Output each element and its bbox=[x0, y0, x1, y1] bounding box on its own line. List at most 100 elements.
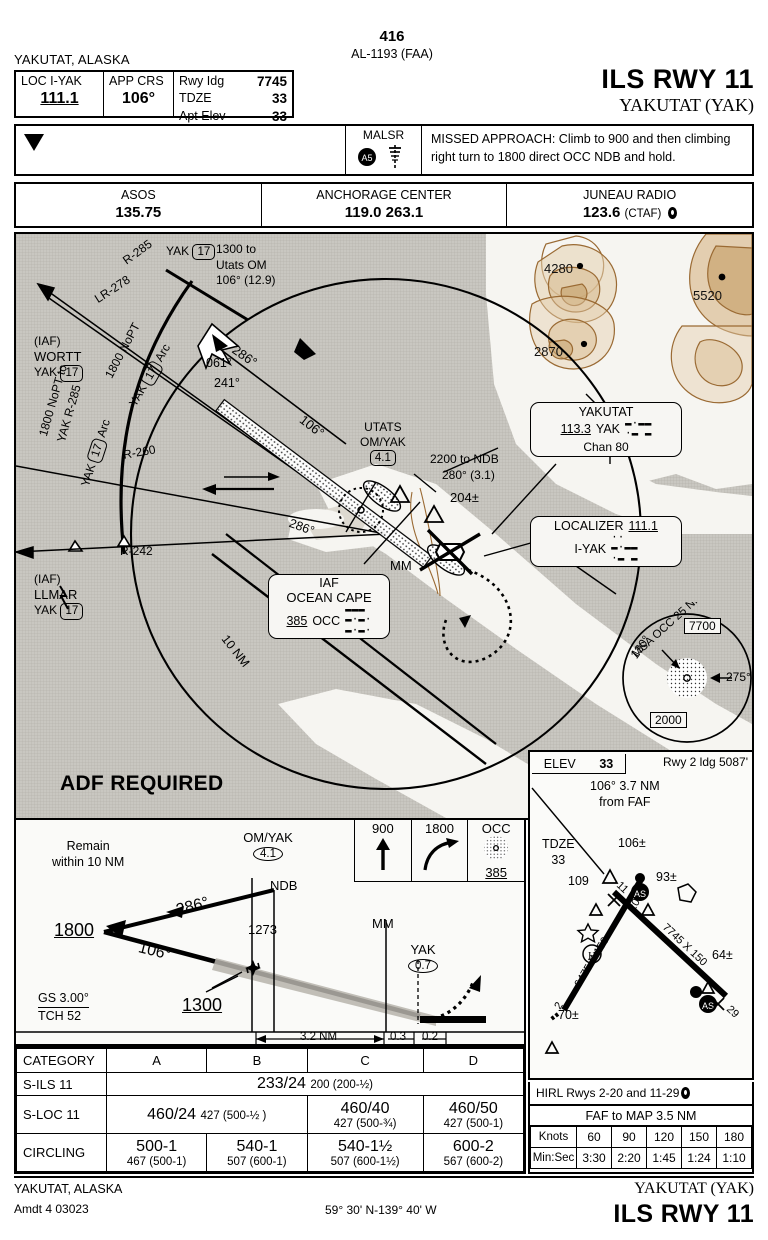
svg-text:6475 X 150: 6475 X 150 bbox=[572, 935, 611, 989]
category-d: D bbox=[422, 1048, 525, 1073]
comm-name: JUNEAU RADIO bbox=[583, 188, 677, 202]
obstacle-93-label: 93± bbox=[656, 870, 677, 884]
malsr-lighting-icon: A5 bbox=[357, 145, 401, 170]
category-c: C bbox=[306, 1048, 424, 1073]
ma-icon-climb-900: 900 bbox=[355, 820, 412, 881]
sloc-d-hat: 427 (500-1) bbox=[443, 1117, 504, 1130]
msa-bearing-right: 275° bbox=[726, 670, 751, 684]
vortac-name: YAKUTAT bbox=[578, 405, 634, 419]
circling-a-haa: 467 (500-1) bbox=[126, 1155, 187, 1168]
approach-course-cell: APP CRS 106° bbox=[104, 72, 174, 116]
speed-120: 120 bbox=[646, 1126, 682, 1148]
svg-text:20: 20 bbox=[626, 897, 643, 914]
comm-asos: ASOS 135.75 bbox=[16, 184, 262, 226]
missed-approach-strip: MALSR A5 MISSED APPROACH: Climb to 900 a… bbox=[14, 124, 754, 176]
row-label-sils: S-ILS 11 bbox=[16, 1071, 107, 1097]
vortac-ident: YAK bbox=[595, 422, 621, 437]
footer-title: ILS RWY 11 bbox=[613, 1200, 754, 1228]
localizer-ident: I-YAK bbox=[574, 541, 607, 556]
table-row: CIRCLING 500-1 467 (500-1) 540-1 507 (60… bbox=[16, 1133, 525, 1172]
circling-cat-b: 540-1 507 (600-1) bbox=[206, 1133, 308, 1172]
loc-cell: LOC I-YAK 111.1 bbox=[16, 72, 104, 116]
sloc-ab-mda: 460/24 bbox=[147, 1105, 197, 1123]
terrain-spot-3 bbox=[718, 273, 726, 281]
occ-name: OCEAN CAPE bbox=[286, 590, 372, 605]
profile-alt-1800: 1800 bbox=[54, 920, 95, 940]
svg-text:A5: A5 bbox=[361, 153, 372, 163]
minimums-grid: CATEGORY A B C D S-ILS 11 233/24 200 (20… bbox=[16, 1048, 525, 1172]
circling-d-haa: 567 (600-2) bbox=[443, 1155, 504, 1168]
table-header-row: CATEGORY A B C D bbox=[16, 1048, 525, 1073]
right-turn-arrow-icon bbox=[422, 838, 459, 871]
category-b: B bbox=[206, 1048, 308, 1073]
circling-cat-a: 500-1 467 (500-1) bbox=[105, 1133, 208, 1172]
llmar-iaf-label: (IAF) LLMAR YAK 17 bbox=[34, 572, 84, 620]
feeder-286-line bbox=[103, 888, 275, 934]
comm-frequency: 135.75 bbox=[115, 204, 162, 221]
profile-alt-1300: 1300 bbox=[182, 995, 223, 1015]
morse-code-iyak: ··▬·▬▬·▬ ▬ bbox=[611, 532, 638, 565]
loc-label: LOC I-YAK bbox=[21, 74, 82, 88]
localizer-label: LOCALIZER bbox=[554, 519, 624, 533]
comm-juneau-radio: JUNEAU RADIO 123.6 (CTAF) bbox=[507, 184, 752, 226]
utats-dme-box: 4.1 bbox=[369, 450, 396, 467]
tdze-value: 33 bbox=[271, 91, 287, 107]
circling-b-haa: 507 (600-1) bbox=[227, 1155, 287, 1168]
radial-242-label: R-242 bbox=[120, 544, 153, 558]
msa-center-ndb bbox=[667, 658, 707, 698]
ocean-cape-ndb-box: IAF OCEAN CAPE 385 OCC ▬▬▬▬·▬·▬·▬· bbox=[268, 574, 390, 640]
header-airport-name: YAKUTAT (YAK) bbox=[619, 95, 754, 115]
circling-c-haa: 507 (600-1½) bbox=[330, 1155, 400, 1168]
obstacle-70-label: 70± bbox=[558, 1008, 579, 1022]
malsr-cell: MALSR A5 bbox=[346, 126, 422, 174]
om-dme-oval: 4.1 bbox=[253, 847, 283, 861]
msa-sector-alt-2: 2000 bbox=[650, 712, 687, 728]
ma-icon-occ-hold: OCC 385 bbox=[468, 820, 524, 881]
sloc-d-mda: 460/50 bbox=[448, 1099, 498, 1117]
circling-b-mda: 540-1 bbox=[236, 1137, 278, 1155]
feeder-route-nav-label: YAK 17 bbox=[166, 244, 216, 261]
runway-11-29 bbox=[611, 889, 729, 999]
mm-label: MM bbox=[390, 558, 412, 573]
svg-text:5520: 5520 bbox=[693, 288, 722, 303]
time-180: 1:10 bbox=[716, 1147, 752, 1169]
comm-frequency: 123.6 bbox=[582, 204, 621, 221]
fix-name: LLMAR bbox=[34, 587, 78, 602]
hirl-note-row: HIRL Rwys 2-20 and 11-29 bbox=[528, 1082, 754, 1106]
runway-profile bbox=[420, 1016, 486, 1023]
airport-diagram-graphic: H AS AS 7745 X 150 6475 X 150 20 2 29 11 bbox=[531, 787, 741, 1054]
time-120: 1:45 bbox=[646, 1147, 682, 1169]
iaf-tag: (IAF) bbox=[34, 334, 61, 348]
obstacle-64-label: 64± bbox=[712, 948, 733, 962]
morse-code-occ: ▬▬▬▬·▬·▬·▬· bbox=[345, 604, 372, 637]
terrain-spot-1 bbox=[576, 262, 584, 270]
apt-elev-label: Apt Elev bbox=[179, 108, 226, 123]
asos-icon bbox=[631, 883, 649, 901]
sloc-cat-d: 460/50 427 (500-1) bbox=[422, 1095, 525, 1135]
table-row: S-ILS 11 233/24 200 (200-½) bbox=[16, 1071, 524, 1097]
profile-mm-label: MM bbox=[372, 916, 394, 931]
svg-text:4280: 4280 bbox=[544, 261, 573, 276]
runway-2-20 bbox=[561, 876, 645, 1012]
svg-text:29: 29 bbox=[724, 1003, 741, 1020]
msa-diagram: MSA OCC 25 NM 7700 2000 130° 275° bbox=[614, 591, 752, 748]
missed-approach-icon-row: 900 1800 OCC bbox=[354, 820, 524, 882]
occ-frequency: 385 bbox=[286, 613, 308, 628]
loc-frequency: 111.1 bbox=[40, 90, 79, 107]
nav-id: YAK bbox=[34, 603, 58, 618]
vortac-channel: Chan 80 bbox=[583, 439, 629, 454]
footer-amendment: Amdt 4 03023 bbox=[14, 1202, 89, 1216]
obstacle-106-label: 106± bbox=[618, 836, 646, 850]
glideslope-note: GS 3.00° TCH 52 bbox=[38, 991, 89, 1024]
tdze-note: TDZE 33 bbox=[542, 837, 575, 868]
svg-text:AS: AS bbox=[702, 1001, 714, 1011]
category-a: A bbox=[105, 1048, 208, 1073]
al-number: AL-1193 (FAA) bbox=[351, 47, 433, 61]
sloc-cat-c: 460/40 427 (500-¾) bbox=[306, 1095, 424, 1135]
missed-line-2: right turn to 1800 direct OCC NDB and ho… bbox=[431, 149, 676, 164]
airport-symbol bbox=[419, 528, 481, 576]
ctaf-label: (CTAF) bbox=[624, 208, 662, 220]
rwy-ldg-note: Rwy 2 ldg 5087' bbox=[662, 755, 748, 769]
faf-maltese-cross bbox=[245, 960, 261, 976]
footer-city-state: YAKUTAT, ALASKA bbox=[14, 1182, 123, 1196]
